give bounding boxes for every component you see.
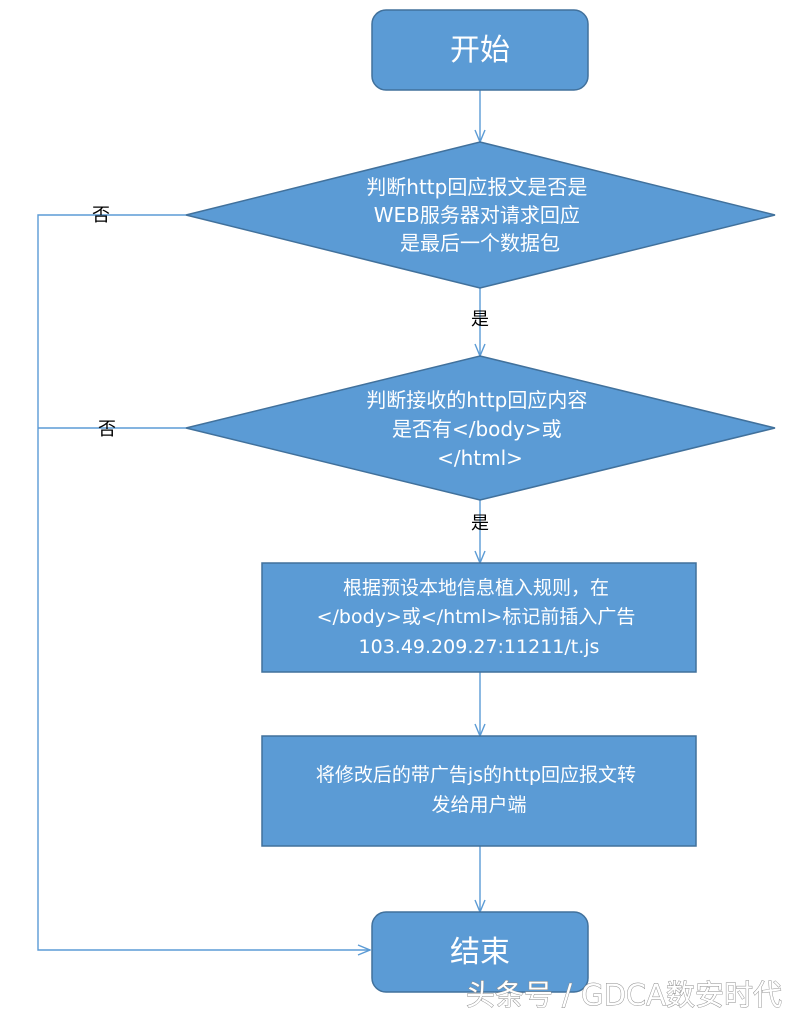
edge-label-d1-no: 否 — [92, 205, 110, 226]
insert-ad-node: 根据预设本地信息植入规则，在 </body>或</html>标记前插入广告 10… — [261, 562, 697, 673]
decision2-node: 判断接收的http回应内容 是否有</body>或 </html> — [185, 355, 776, 501]
forward-line1: 将修改后的带广告js的http回应报文转 — [316, 764, 636, 786]
edge-label-d2-no: 否 — [98, 419, 116, 440]
decision1-line1: 判断http回应报文是否是 — [366, 175, 587, 199]
edge-label-d1-yes: 是 — [471, 309, 489, 330]
watermark-text: 头条号 / GDCA数安时代 — [466, 978, 782, 1012]
insert-line2: </body>或</html>标记前插入广告 — [317, 606, 636, 628]
edge-label-d2-yes: 是 — [471, 513, 489, 534]
svg-text:判断http回应报文是否是 WEB服务器对请求回: 判断http回应报文是否是 WEB服务器对请求回应 是最后一个数据包 — [366, 175, 593, 255]
start-node: 开始 — [371, 9, 589, 91]
forward-node: 将修改后的带广告js的http回应报文转 发给用户端 — [261, 735, 697, 847]
svg-text:结束: 结束 — [450, 935, 510, 970]
insert-line1: 根据预设本地信息植入规则，在 — [343, 577, 609, 599]
arrow-no-to-end — [37, 214, 370, 950]
svg-text:开始: 开始 — [450, 33, 510, 68]
svg-text:判断接收的http回应内容 是否有</body>: 判断接收的http回应内容 是否有</body>或 </html> — [366, 388, 593, 470]
end-label: 结束 — [450, 935, 510, 970]
decision2-line2: 是否有</body>或 — [392, 417, 562, 441]
forward-line2: 发给用户端 — [431, 794, 526, 816]
insert-line3: 103.49.209.27:11211/t.js — [359, 636, 600, 658]
decision2-line3: </html> — [437, 446, 523, 470]
end-node: 结束 — [371, 911, 589, 993]
connectors — [37, 90, 480, 950]
decision1-line2: WEB服务器对请求回应 — [374, 203, 580, 227]
decision1-line3: 是最后一个数据包 — [400, 231, 560, 255]
decision1-node: 判断http回应报文是否是 WEB服务器对请求回应 是最后一个数据包 — [185, 141, 776, 289]
start-label: 开始 — [450, 33, 510, 68]
svg-text:根据预设本地信息植入规则，在 </body>或<: 根据预设本地信息植入规则，在 </body>或</html>标记前插入广告 10… — [317, 577, 642, 658]
svg-text:将修改后的带广告js的http回应报文转 发给用: 将修改后的带广告js的http回应报文转 发给用户端 — [316, 764, 642, 816]
decision2-line1: 判断接收的http回应内容 — [366, 388, 587, 412]
